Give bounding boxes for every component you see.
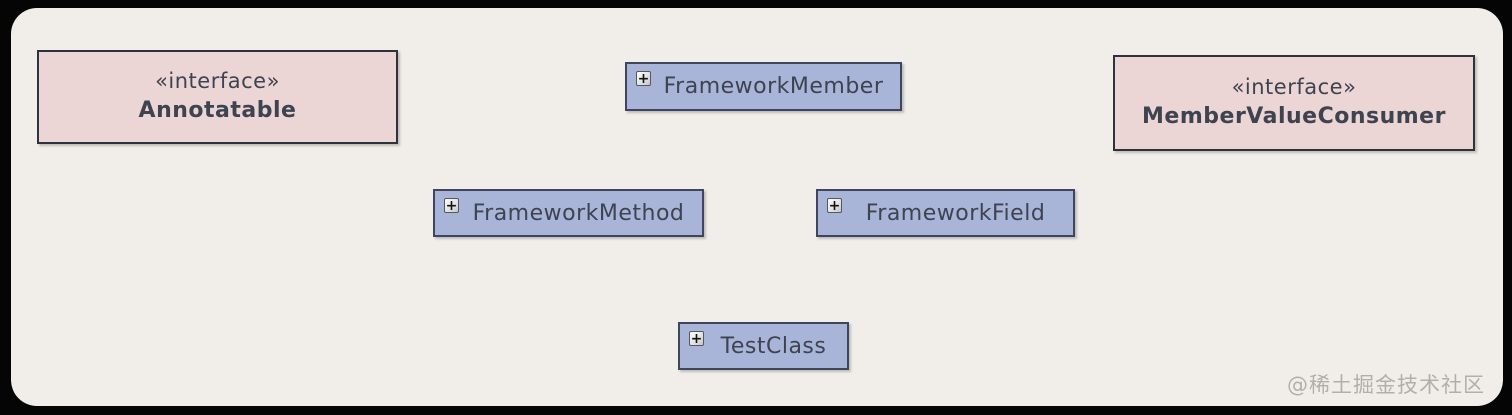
uml-diagram-canvas: «interface» Annotatable + FrameworkMembe… [11,8,1503,406]
class-name-label: FrameworkField [865,200,1046,226]
interface-name-label: MemberValueConsumer [1142,104,1446,130]
watermark: @稀土掘金技术社区 [1287,373,1485,397]
expand-plus-icon[interactable]: + [827,197,842,214]
class-node-framework-field[interactable]: + FrameworkField [816,189,1075,237]
interface-name-label: Annotatable [138,98,297,124]
class-name-label: FrameworkMethod [472,200,685,226]
class-node-test-class[interactable]: + TestClass [678,322,849,370]
interface-node-member-value-consumer[interactable]: «interface» MemberValueConsumer [1113,55,1475,151]
class-node-framework-member[interactable]: + FrameworkMember [625,62,902,111]
interface-node-annotatable[interactable]: «interface» Annotatable [37,50,398,144]
class-name-label: FrameworkMember [663,74,884,99]
stereotype-label: «interface» [155,69,280,94]
expand-plus-icon[interactable]: + [636,70,651,87]
stereotype-label: «interface» [1231,75,1357,100]
class-name-label: TestClass [720,333,827,359]
expand-plus-icon[interactable]: + [444,197,459,214]
class-node-framework-method[interactable]: + FrameworkMethod [433,189,704,237]
expand-plus-icon[interactable]: + [689,330,704,347]
